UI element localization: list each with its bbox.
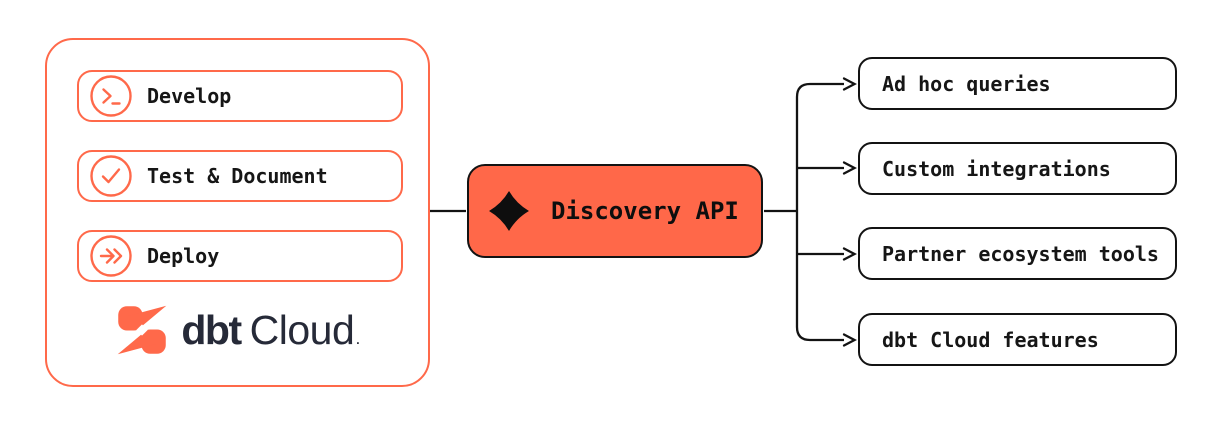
stage-develop: Develop — [77, 70, 403, 122]
dbt-logo-mark-icon — [118, 305, 167, 355]
dbt-cloud-logo: dbt Cloud . — [47, 298, 428, 362]
branch-bottom — [795, 211, 844, 342]
arrowhead-4 — [842, 333, 857, 347]
sparkle-icon — [489, 191, 529, 231]
terminal-prompt-icon — [90, 75, 132, 117]
output-dbt-cloud-features: dbt Cloud features — [858, 313, 1177, 366]
dbt-cloud-wordmark: dbt Cloud . — [181, 306, 360, 353]
arrowhead-3 — [842, 247, 857, 261]
output-custom-integrations: Custom integrations — [858, 142, 1177, 195]
discovery-api-label: Discovery API — [551, 197, 739, 225]
output-dbt-cloud-features-label: dbt Cloud features — [882, 327, 1099, 352]
logo-dbt-text: dbt — [181, 306, 242, 353]
branch-top — [795, 82, 844, 211]
dbt-cloud-panel: Develop Test & Document Deploy — [45, 38, 430, 387]
check-circle-icon — [90, 155, 132, 197]
output-ad-hoc-queries: Ad hoc queries — [858, 57, 1177, 110]
output-custom-integrations-label: Custom integrations — [882, 156, 1111, 181]
output-partner-ecosystem-tools: Partner ecosystem tools — [858, 227, 1177, 280]
stage-deploy: Deploy — [77, 230, 403, 282]
logo-cloud-text: Cloud — [249, 306, 355, 353]
arrowhead-2 — [842, 161, 857, 175]
stage-test-document-label: Test & Document — [147, 164, 328, 188]
stage-deploy-label: Deploy — [147, 244, 220, 268]
output-ad-hoc-queries-label: Ad hoc queries — [882, 71, 1051, 96]
arrowhead-1 — [842, 77, 857, 91]
stage-develop-label: Develop — [147, 84, 232, 108]
discovery-api-node: Discovery API — [467, 164, 763, 258]
stage-test-document: Test & Document — [77, 150, 403, 202]
logo-trademark-dot: . — [356, 332, 360, 347]
output-partner-ecosystem-tools-label: Partner ecosystem tools — [882, 241, 1159, 266]
double-arrow-icon — [90, 235, 132, 277]
